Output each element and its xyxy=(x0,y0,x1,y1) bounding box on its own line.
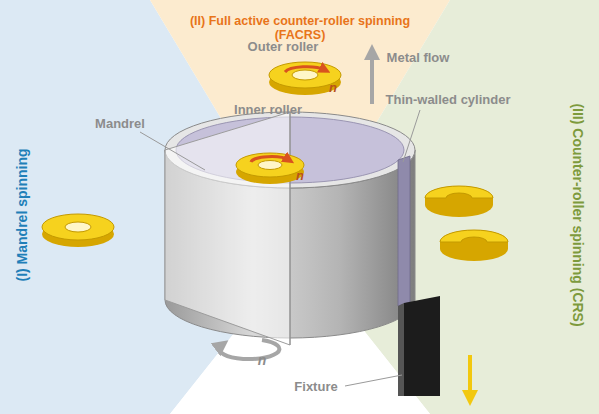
method-heading: (II) Full active counter-roller spinning… xyxy=(165,14,435,43)
rotation-arrow xyxy=(219,340,279,359)
part-label: Thin-walled cylinder xyxy=(386,93,511,108)
mandrel-plane xyxy=(165,112,290,345)
method-heading: (I) Mandrel spinning xyxy=(14,149,30,282)
part-label: Fixture xyxy=(294,380,337,395)
fixture-block xyxy=(398,296,440,396)
part-label: Metal flow xyxy=(387,51,450,66)
inner-roller xyxy=(236,153,304,184)
counter-rollers-half xyxy=(425,186,508,261)
part-label: Inner roller xyxy=(234,103,302,118)
speed-symbol: n xyxy=(296,169,304,184)
speed-symbol: n xyxy=(329,81,337,96)
metal-flow-arrow xyxy=(370,52,374,104)
leader-lines xyxy=(140,110,420,386)
outer-roller xyxy=(269,62,341,95)
speed-symbol: n xyxy=(258,352,267,368)
method-heading: (III) Counter-roller spinning (CRS) xyxy=(570,103,586,326)
part-label: Mandrel xyxy=(95,117,145,132)
part-label: Outer roller xyxy=(248,40,319,55)
feed-arrow xyxy=(468,355,472,398)
mandrel-roller xyxy=(42,214,114,247)
